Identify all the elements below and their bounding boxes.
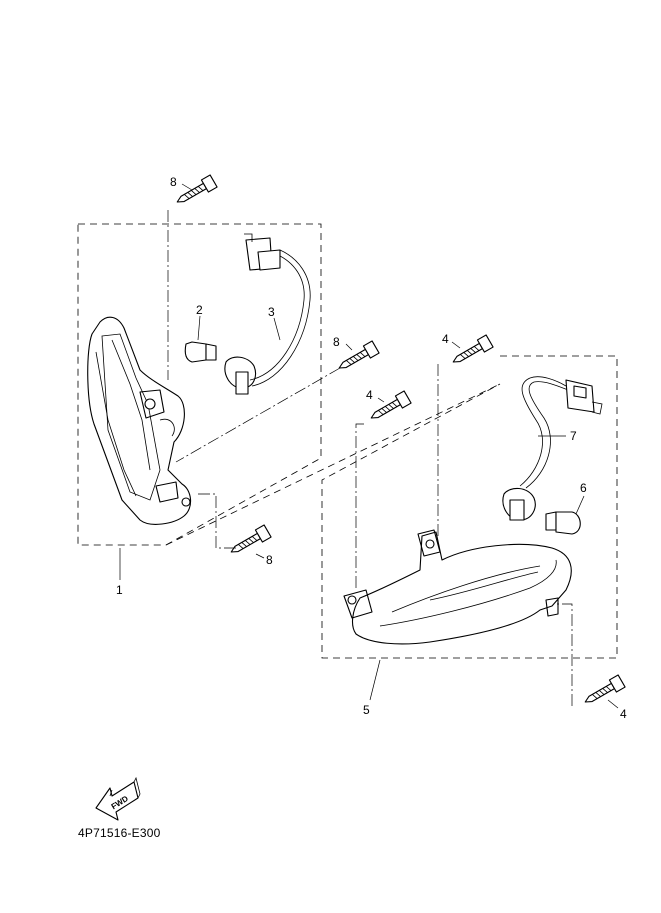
callout-4-bottom: 4 <box>620 707 627 721</box>
callout-4-top: 4 <box>442 332 449 346</box>
callout-8-bottom: 8 <box>266 553 273 567</box>
fwd-arrow-icon: FWD <box>95 776 141 821</box>
callout-2: 2 <box>196 303 203 317</box>
assembly-link-line <box>165 383 501 546</box>
screw-8-middle <box>338 340 380 369</box>
callout-6: 6 <box>580 481 587 495</box>
callout-4-middle: 4 <box>366 388 373 402</box>
left-bulb <box>184 341 217 363</box>
callout-5: 5 <box>363 703 370 717</box>
screw-8-bottom <box>230 524 272 553</box>
leader-lines <box>119 183 619 709</box>
left-assembly-boundary <box>77 223 322 546</box>
screw-4-middle <box>370 390 412 419</box>
screw-4-top <box>452 334 494 363</box>
right-socket-wire <box>502 376 603 521</box>
left-flasher-lens <box>87 316 192 525</box>
callout-8-middle: 8 <box>333 335 340 349</box>
callout-3: 3 <box>268 305 275 319</box>
right-assembly-boundary <box>321 355 618 659</box>
left-socket-wire <box>224 233 311 395</box>
assembly-lines <box>167 210 573 706</box>
right-bulb <box>545 511 581 535</box>
screw-4-bottom <box>584 674 626 703</box>
callout-8-top: 8 <box>170 175 177 189</box>
callout-1: 1 <box>116 583 123 597</box>
diagram-code: 4P71516-E300 <box>78 826 161 840</box>
callout-7: 7 <box>570 429 577 443</box>
right-flasher-lens <box>343 529 572 645</box>
screw-8-top <box>176 174 218 203</box>
